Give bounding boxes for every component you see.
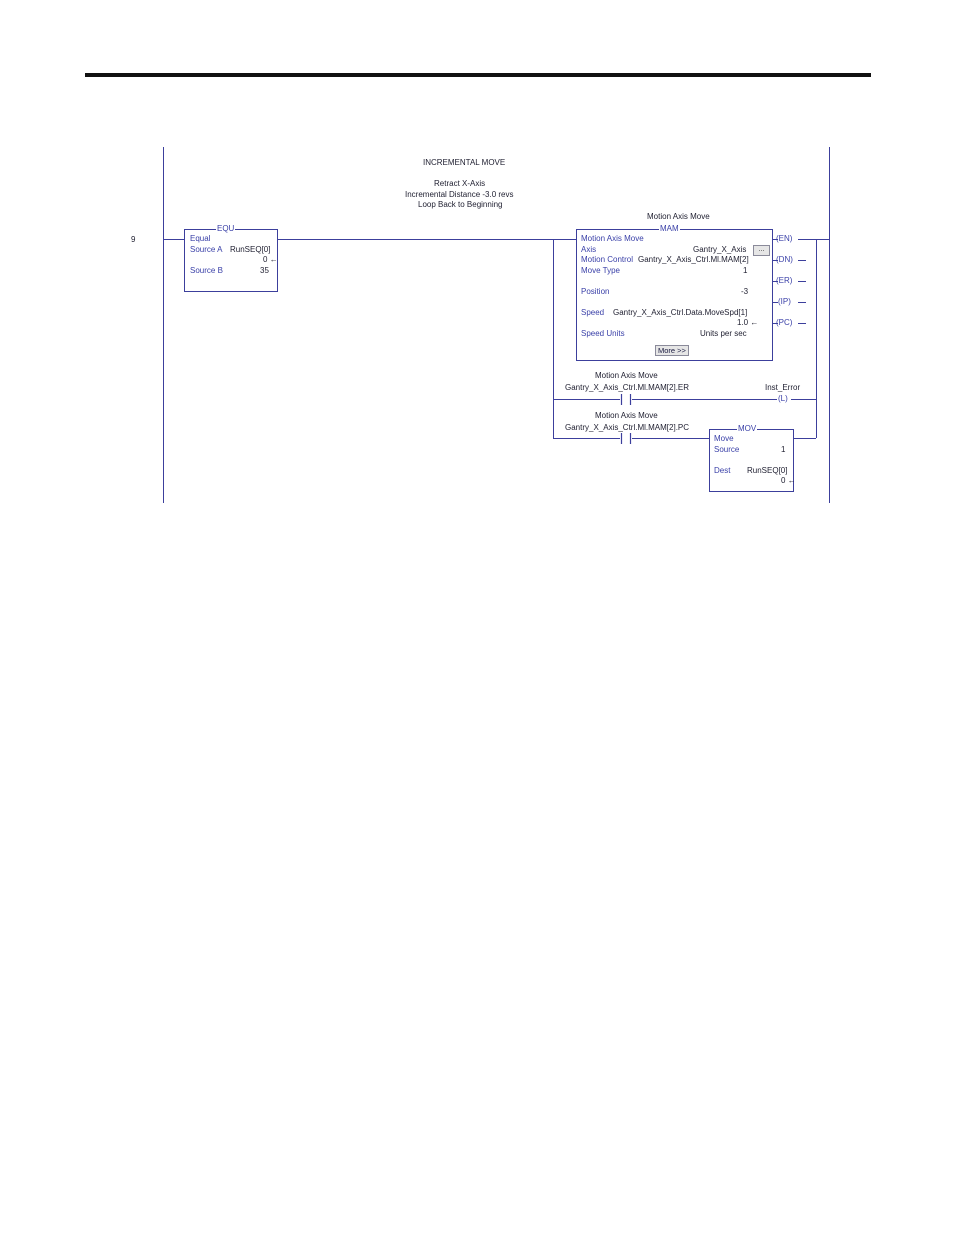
equ-title: Equal xyxy=(190,234,211,243)
mam-motion-control-value[interactable]: Gantry_X_Axis_Ctrl.Ml.MAM[2] xyxy=(638,255,749,264)
mov-source-value[interactable]: 1 xyxy=(781,445,786,454)
mam-speed-units-label: Speed Units xyxy=(581,329,625,338)
pc-contact-tag[interactable]: Gantry_X_Axis_Ctrl.Ml.MAM[2].PC xyxy=(565,423,690,432)
mam-axis-label: Axis xyxy=(581,245,597,254)
equ-source-a-tag[interactable]: RunSEQ[0] xyxy=(230,245,271,254)
er-branch-header: Motion Axis Move xyxy=(595,371,658,380)
output-bit-er: (ER) xyxy=(776,276,793,285)
value-arrow-icon: ← xyxy=(787,476,796,485)
er-contact-tag[interactable]: Gantry_X_Axis_Ctrl.Ml.MAM[2].ER xyxy=(565,383,690,392)
xic-contact-pc xyxy=(620,433,632,444)
xic-contact-er xyxy=(620,394,632,405)
latch-coil[interactable]: (L) xyxy=(778,394,788,403)
mam-speed-tag[interactable]: Gantry_X_Axis_Ctrl.Data.MoveSpd[1] xyxy=(613,308,748,317)
rung-comment-line: Incremental Distance -3.0 revs xyxy=(405,190,514,199)
mam-header: Motion Axis Move xyxy=(647,212,710,221)
mov-source-label: Source xyxy=(714,445,740,454)
mov-instruction[interactable] xyxy=(709,429,794,492)
mov-dest-value: 0 ← xyxy=(781,476,796,485)
equ-source-b-label: Source B xyxy=(190,266,223,275)
output-bit-en: (EN) xyxy=(776,234,793,243)
axis-browse-button[interactable]: ... xyxy=(753,245,770,256)
mam-title: Motion Axis Move xyxy=(581,234,644,243)
rung-comment-title: INCREMENTAL MOVE xyxy=(423,158,506,167)
mov-tag: MOV xyxy=(737,424,758,434)
mam-instruction[interactable] xyxy=(576,229,773,361)
output-bit-ip: (IP) xyxy=(778,297,791,306)
equ-source-b-value[interactable]: 35 xyxy=(260,266,269,275)
page-header-rule xyxy=(85,73,871,77)
mov-title: Move xyxy=(714,434,734,443)
mam-position-value[interactable]: -3 xyxy=(741,287,749,296)
value-arrow-icon: ← xyxy=(269,255,278,264)
mov-dest-tag[interactable]: RunSEQ[0] xyxy=(747,466,788,475)
rung-number: 9 xyxy=(131,235,136,244)
more-button[interactable]: More >> xyxy=(655,345,689,356)
mam-tag: MAM xyxy=(659,224,680,234)
mov-dest-label: Dest xyxy=(714,466,731,475)
value-arrow-icon: ← xyxy=(750,318,759,327)
pc-branch-header: Motion Axis Move xyxy=(595,411,658,420)
equ-instruction[interactable] xyxy=(184,229,278,292)
mam-move-type-value[interactable]: 1 xyxy=(743,266,748,275)
equ-source-a-value: 0 ← xyxy=(263,255,278,264)
output-bit-dn: (DN) xyxy=(776,255,793,264)
inst-error-coil-tag[interactable]: Inst_Error xyxy=(765,383,801,392)
rung-comment-line: Retract X-Axis xyxy=(434,179,486,188)
mam-move-type-label: Move Type xyxy=(581,266,620,275)
mam-speed-units-value[interactable]: Units per sec xyxy=(700,329,747,338)
mam-axis-value[interactable]: Gantry_X_Axis xyxy=(693,245,747,254)
equ-tag: EQU xyxy=(216,224,236,234)
rung-comment-line: Loop Back to Beginning xyxy=(418,200,503,209)
output-bit-pc: (PC) xyxy=(776,318,793,327)
mam-speed-label: Speed xyxy=(581,308,605,317)
mam-motion-control-label: Motion Control xyxy=(581,255,634,264)
equ-source-a-label: Source A xyxy=(190,245,223,254)
mam-position-label: Position xyxy=(581,287,610,296)
mam-speed-value: 1.0 ← xyxy=(737,318,759,327)
